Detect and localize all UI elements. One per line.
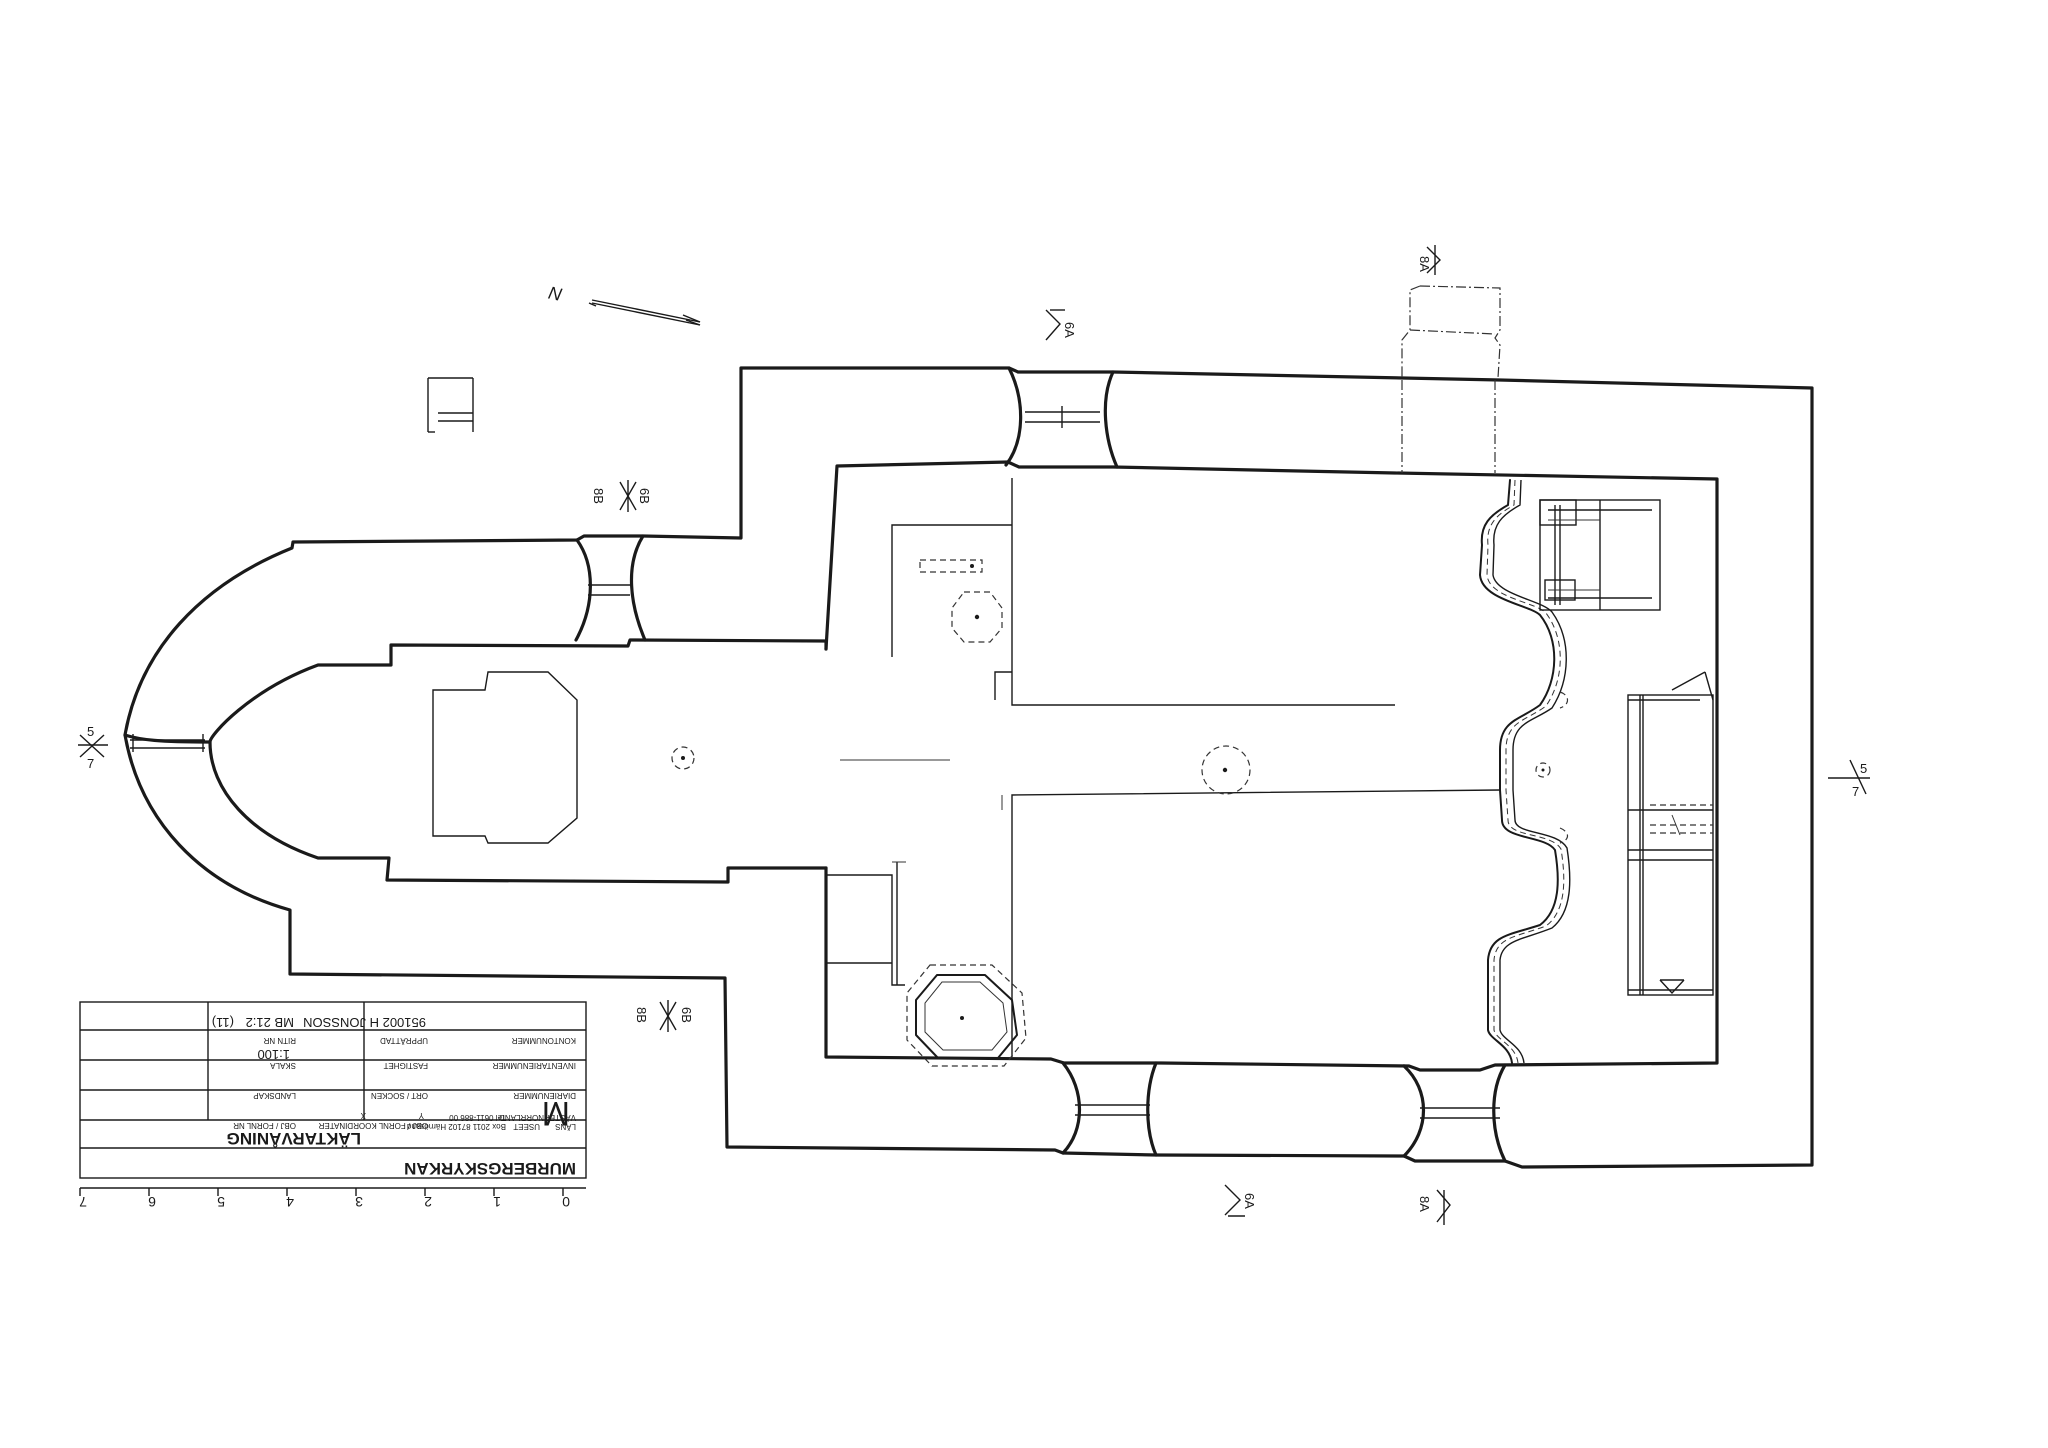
scale-tick-3: 3 <box>355 1194 363 1210</box>
scale-tick-1: 1 <box>493 1194 501 1210</box>
section-marker-5-7-west: 5 7 <box>78 724 108 771</box>
svg-text:DIARIENUMMER: DIARIENUMMER <box>513 1091 576 1100</box>
svg-text:LANDSKAP: LANDSKAP <box>253 1091 296 1100</box>
svg-text:8B: 8B <box>591 488 606 504</box>
svg-text:8A: 8A <box>1417 1196 1432 1212</box>
section-marker-8B-6B-upper: 8B 6B <box>591 480 652 512</box>
gallery-divisions <box>826 478 1501 1057</box>
window-chancel-north <box>574 534 647 642</box>
drawing-number: MB 21:2 <box>246 1015 294 1030</box>
inner-chancel-outline <box>208 638 828 884</box>
svg-text:UPPRÄTTAD: UPPRÄTTAD <box>380 1036 428 1045</box>
scale-tick-2: 2 <box>424 1194 432 1210</box>
svg-text:6A: 6A <box>1062 322 1077 338</box>
svg-text:USEET: USEET <box>513 1122 540 1131</box>
svg-text:6B: 6B <box>637 488 652 504</box>
svg-text:SKALA: SKALA <box>270 1061 296 1070</box>
gallery-benches <box>1627 671 1714 996</box>
drawing-seq: (11) <box>212 1015 234 1030</box>
reference-symbol <box>427 377 474 433</box>
svg-text:LÄNS: LÄNS <box>555 1122 576 1131</box>
svg-text:8A: 8A <box>1417 256 1432 272</box>
scale-tick-7: 7 <box>79 1194 87 1210</box>
svg-text:KONTONUMMER: KONTONUMMER <box>511 1036 576 1045</box>
svg-text:ORT / SOCKEN: ORT / SOCKEN <box>371 1091 428 1100</box>
svg-text:7: 7 <box>1852 784 1859 799</box>
window-south-1 <box>1061 1061 1158 1157</box>
svg-text:VÄSTERNORRLAND: VÄSTERNORRLAND <box>499 1113 576 1122</box>
altar-rail <box>432 671 578 844</box>
svg-text:5: 5 <box>1860 761 1867 776</box>
section-marker-5-7-east: 5 7 <box>1828 759 1870 799</box>
pulpit <box>906 964 1027 1067</box>
author-date: 951002 H JONSSON <box>303 1015 426 1030</box>
section-marker-8A-top: 8A <box>1417 245 1441 275</box>
scale-tick-5: 5 <box>217 1194 225 1210</box>
museum-initial: M <box>542 1094 570 1132</box>
floor-name: LÄKTARVÅNING <box>227 1129 361 1148</box>
svg-text:Y: Y <box>418 1111 424 1120</box>
column-circle-chancel <box>671 746 695 770</box>
inner-nave-outline <box>824 460 1719 1072</box>
svg-text:X: X <box>360 1111 366 1120</box>
tower-outline <box>1401 285 1501 473</box>
scale-tick-4: 4 <box>286 1194 294 1210</box>
scale-value: 1:100 <box>257 1047 290 1062</box>
pillar-marker-1 <box>970 564 974 568</box>
window-apse <box>123 733 212 752</box>
section-marker-6A-bottom: 6A <box>1224 1184 1257 1217</box>
svg-text:6A: 6A <box>1242 1193 1257 1209</box>
section-marker-6A-top: 6A <box>1045 309 1077 341</box>
window-south-2 <box>1402 1063 1507 1163</box>
svg-text:OBJ / FORNL KOORDINATER: OBJ / FORNL KOORDINATER <box>318 1121 428 1130</box>
altar-dashed <box>919 559 983 573</box>
svg-text:OBJ / FORNL NR: OBJ / FORNL NR <box>233 1121 296 1130</box>
church-name: MURBERGSKYRKAN <box>404 1159 576 1178</box>
svg-text:FASTIGHET: FASTIGHET <box>383 1061 428 1070</box>
outer-wall <box>123 366 1814 1169</box>
column-circle-nave <box>1201 745 1251 795</box>
svg-text:INVENTARIENUMMER: INVENTARIENUMMER <box>492 1061 576 1070</box>
column-octagon-upper <box>951 591 1003 643</box>
svg-text:6B: 6B <box>679 1007 694 1023</box>
svg-text:5: 5 <box>87 724 94 739</box>
scale-tick-6: 6 <box>148 1194 156 1210</box>
scale-tick-0: 0 <box>562 1194 570 1210</box>
gallery-balustrade <box>1479 479 1571 1064</box>
north-arrow: N <box>547 283 701 326</box>
organ <box>1539 499 1661 611</box>
svg-text:7: 7 <box>87 756 94 771</box>
svg-text:Tel 0611-886 00: Tel 0611-886 00 <box>449 1113 506 1122</box>
section-marker-8B-6B-lower: 8B 6B <box>634 1000 694 1032</box>
window-north-1 <box>1004 366 1119 469</box>
section-marker-8A-bottom: 8A <box>1417 1189 1451 1225</box>
north-label: N <box>547 283 565 305</box>
title-block: 0 1 2 3 4 5 6 7 MURBERGSKYRKAN LÄKTARVÅN… <box>79 1001 587 1210</box>
svg-text:8B: 8B <box>634 1007 649 1023</box>
svg-text:RITN NR: RITN NR <box>263 1036 296 1045</box>
svg-text:Box 2011 87102 Härnösand: Box 2011 87102 Härnösand <box>407 1122 506 1131</box>
